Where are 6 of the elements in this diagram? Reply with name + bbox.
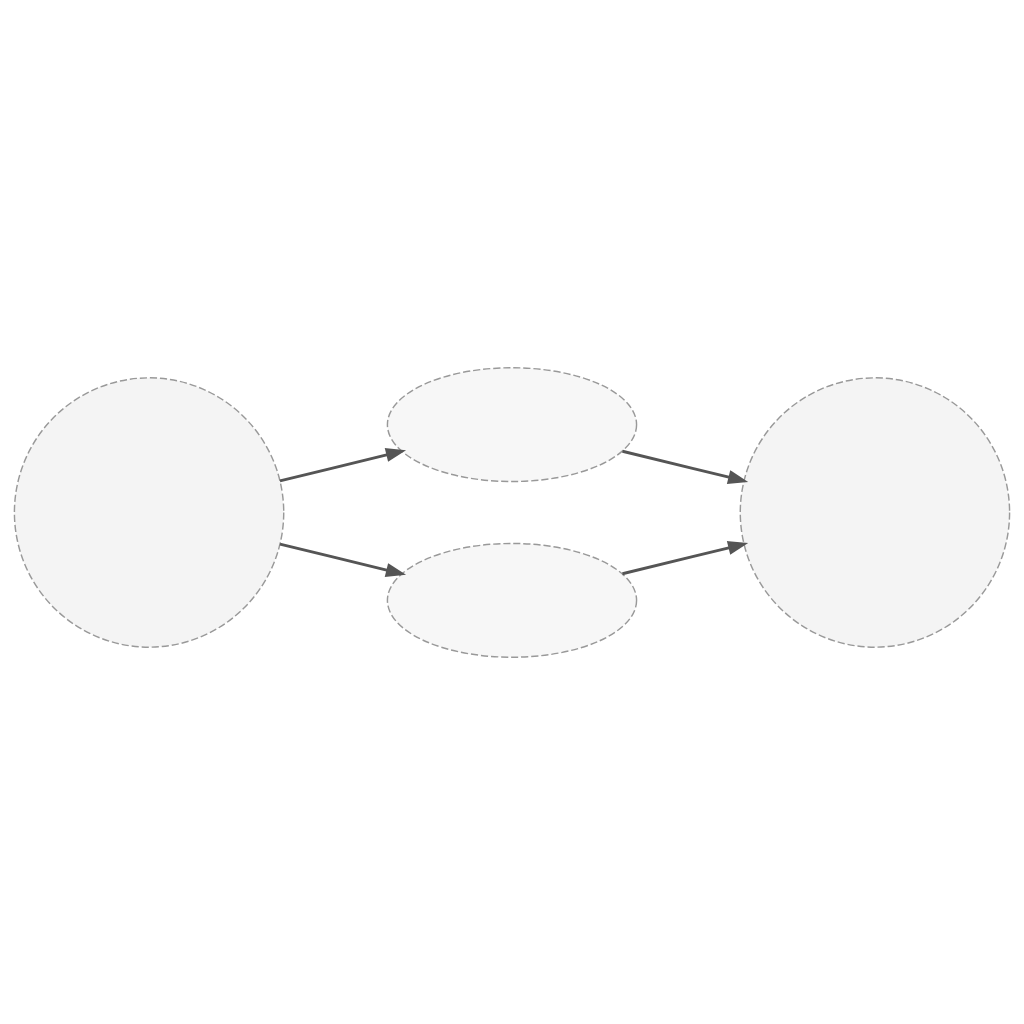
arrow (279, 447, 407, 482)
arrow (622, 449, 749, 484)
node-circle (13, 376, 285, 648)
node-circle (739, 376, 1011, 648)
arrow (622, 540, 749, 575)
arrow (279, 542, 407, 577)
